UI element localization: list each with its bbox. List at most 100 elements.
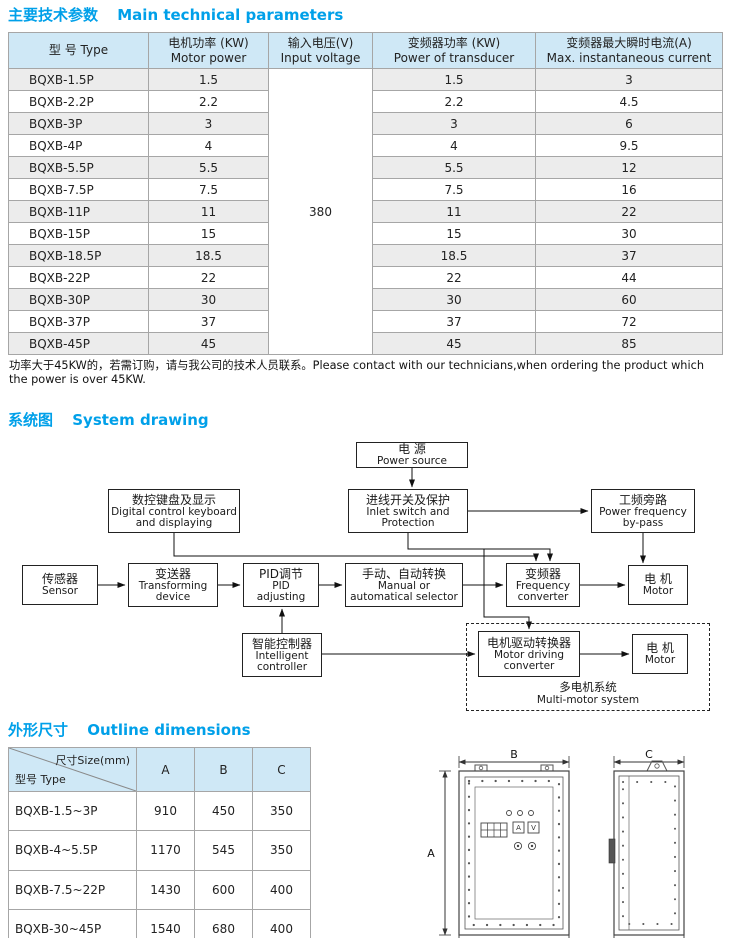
box-label-en: Sensor: [42, 585, 78, 598]
cell-motor-power: 37: [148, 310, 269, 333]
dim-cell-b: 450: [194, 790, 253, 832]
cell-motor-power: 11: [148, 200, 269, 223]
box-label-en: Intelligent: [255, 649, 309, 662]
box-label-zh: 手动、自动转换: [361, 566, 446, 581]
cell-motor-power: 45: [148, 332, 269, 355]
box-label-zh: PID调节: [258, 566, 304, 581]
dim-cell-type: BQXB-4~5.5P: [8, 830, 137, 871]
cell-current: 37: [535, 244, 723, 267]
section-title-outline-dimensions: 外形尺寸 Outline dimensions: [8, 721, 722, 739]
cabinet-front-view: A V: [458, 764, 570, 938]
box-label-zh: 电机驱动转换器: [486, 635, 571, 650]
dim-header-type-label: 型号 Type: [15, 773, 66, 786]
dim-cell-type: BQXB-1.5~3P: [8, 790, 137, 832]
box-label-en: controller: [256, 661, 308, 673]
table-row: BQXB-7.5P 7.5 7.5 16: [8, 178, 723, 201]
cell-transducer-power: 1.5: [372, 68, 536, 91]
diagram-box-manual-auto-selector: 手动、自动转换 Manual or automatical selector: [345, 563, 463, 607]
table-header-row: 型 号 Type 电机功率 (KW) Motor power 输入电压(V) I…: [8, 32, 723, 69]
multi-motor-label-en: Multi-motor system: [536, 694, 640, 706]
dim-header-size-label: 尺寸Size(mm): [55, 754, 130, 767]
table-row: BQXB-22P 22 22 44: [8, 266, 723, 289]
cell-type: BQXB-15P: [8, 222, 149, 245]
box-label-zh: 电 机: [644, 572, 672, 587]
table-row: BQXB-11P 11 11 22: [8, 200, 723, 223]
col-header-current-en: Max. instantaneous current: [546, 50, 712, 65]
box-label-zh: 进线开关及保护: [365, 492, 450, 507]
box-label-en: Motor driving: [493, 648, 565, 661]
cell-type: BQXB-18.5P: [8, 244, 149, 267]
cell-type: BQXB-7.5P: [8, 178, 149, 201]
dim-cell-b: 680: [194, 908, 253, 938]
cabinet-outline-drawing-svg: B C A: [427, 749, 685, 938]
multi-motor-system-group: [466, 623, 710, 711]
box-label-en: Power source: [377, 455, 447, 468]
cell-type: BQXB-2.2P: [8, 90, 149, 113]
dim-table-row: BQXB-7.5~22P 1430 600 400: [8, 869, 311, 910]
dim-cell-type: BQXB-7.5~22P: [8, 869, 137, 910]
cell-type: BQXB-37P: [8, 310, 149, 333]
box-label-en: and displaying: [135, 517, 213, 529]
cell-motor-power: 1.5: [148, 68, 269, 91]
diagram-box-motor-driving-converter: 电机驱动转换器 Motor driving converter: [478, 631, 580, 677]
cell-type: BQXB-1.5P: [8, 68, 149, 91]
cabinet-side-view: [608, 760, 685, 938]
cell-motor-power: 18.5: [148, 244, 269, 267]
dim-col-header-b: B: [194, 747, 253, 792]
col-header-max-current: 变频器最大瞬时电流(A) Max. instantaneous current: [535, 32, 723, 69]
diagram-box-transforming-device: 变送器 Transforming device: [128, 563, 218, 607]
diagram-box-pid-adjusting: PID调节 PID adjusting: [243, 563, 319, 607]
meter-a-label: A: [516, 824, 521, 832]
cell-type: BQXB-45P: [8, 332, 149, 355]
cell-current: 6: [535, 112, 723, 135]
dimension-c-label: C: [645, 749, 653, 761]
box-label-zh: 传感器: [41, 572, 78, 587]
col-header-transducer-power: 变频器功率 (KW) Power of transducer: [372, 32, 536, 69]
col-header-input-voltage: 输入电压(V) Input voltage: [268, 32, 373, 69]
diagram-box-frequency-converter: 变频器 Frequency converter: [506, 563, 580, 607]
cell-type: BQXB-3P: [8, 112, 149, 135]
cell-motor-power: 5.5: [148, 156, 269, 179]
table-row: BQXB-37P 37 37 72: [8, 310, 723, 333]
outline-dimensions-section: 尺寸Size(mm) 型号 Type A B C BQXB-1.5~3P 910…: [8, 747, 722, 938]
box-label-en: Motor: [644, 654, 676, 667]
dimension-a-label: A: [427, 847, 435, 860]
box-label-zh: 智能控制器: [251, 636, 312, 651]
box-label-en: PID: [272, 579, 290, 592]
box-label-zh: 工频旁路: [618, 492, 667, 507]
col-header-motor-zh: 电机功率 (KW): [168, 35, 249, 50]
dim-header-diagonal-cell: 尺寸Size(mm) 型号 Type: [8, 747, 137, 792]
table-row: BQXB-4P 4 4 9.5: [8, 134, 723, 157]
cell-transducer-power: 2.2: [372, 90, 536, 113]
cell-current: 72: [535, 310, 723, 333]
dim-table-row: BQXB-1.5~3P 910 450 350: [8, 790, 311, 832]
section-title-system-drawing: 系统图 System drawing: [8, 411, 722, 429]
cell-transducer-power: 18.5: [372, 244, 536, 267]
cell-current: 12: [535, 156, 723, 179]
col-header-motor-en: Motor power: [170, 50, 247, 65]
cell-transducer-power: 4: [372, 134, 536, 157]
diagram-box-intelligent-controller: 智能控制器 Intelligent controller: [242, 633, 322, 677]
box-label-en: Transforming: [138, 579, 208, 592]
main-parameters-table: 型 号 Type 电机功率 (KW) Motor power 输入电压(V) I…: [8, 32, 723, 355]
box-label-en: Power frequency: [599, 505, 687, 518]
cell-type: BQXB-4P: [8, 134, 149, 157]
col-header-voltage-en: Input voltage: [280, 50, 361, 65]
cell-current: 85: [535, 332, 723, 355]
col-header-type: 型 号 Type: [8, 32, 149, 69]
multi-motor-system-label: 多电机系统 Multi-motor system: [466, 680, 710, 706]
cell-current: 9.5: [535, 134, 723, 157]
box-label-zh: 变频器: [524, 566, 561, 581]
cell-transducer-power: 30: [372, 288, 536, 311]
dim-cell-type: BQXB-30~45P: [8, 908, 137, 938]
multi-motor-label-zh: 多电机系统: [559, 680, 617, 694]
box-label-en: Digital control keyboard: [111, 505, 237, 518]
box-label-zh: 变送器: [154, 566, 191, 581]
dim-header-row: 尺寸Size(mm) 型号 Type A B C: [8, 747, 311, 792]
box-label-en: adjusting: [256, 591, 306, 603]
dim-cell-a: 1170: [136, 830, 195, 871]
box-label-en: Inlet switch and: [366, 505, 450, 518]
diagonal-divider-line: [9, 748, 136, 791]
col-header-voltage-zh: 输入电压(V): [287, 35, 354, 50]
